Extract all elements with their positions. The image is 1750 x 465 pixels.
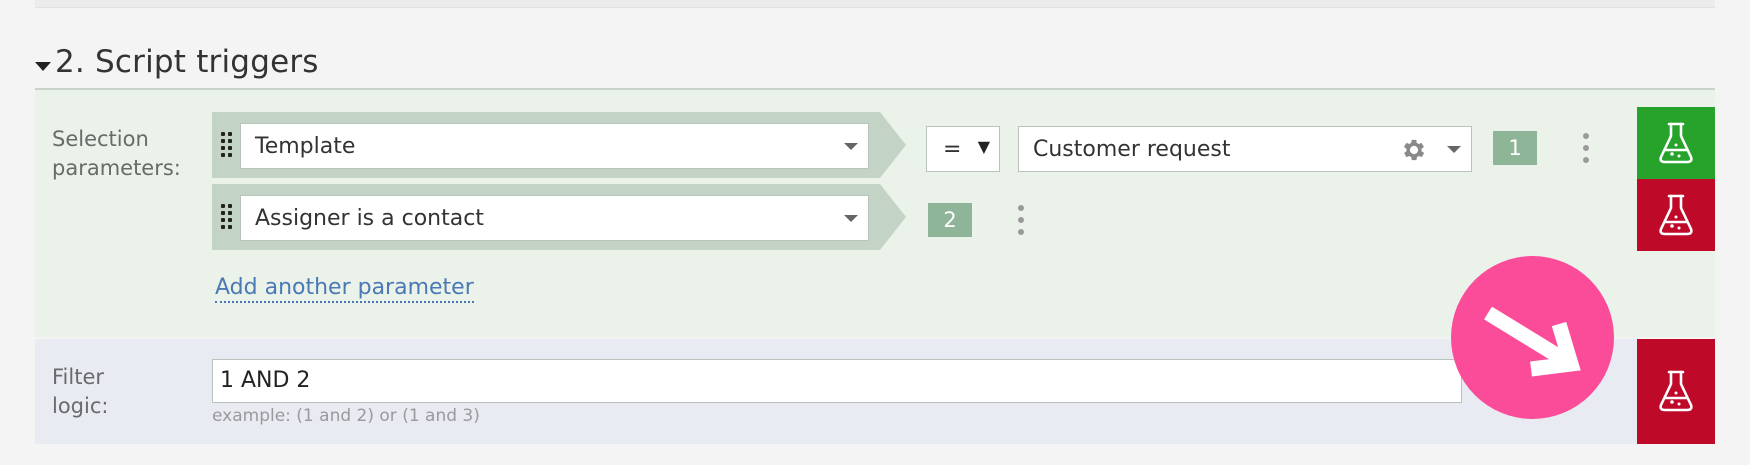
value-select-value: Customer request [1033, 137, 1231, 162]
kebab-menu-icon[interactable] [1583, 133, 1589, 163]
previous-section-strip [35, 0, 1715, 8]
filter-logic-input[interactable]: 1 AND 2 [212, 359, 1462, 403]
filter-logic-hint: example: (1 and 2) or (1 and 3) [212, 406, 480, 426]
parameter-row-2: Assigner is a contact [212, 184, 906, 250]
section-header[interactable]: 2. Script triggers [35, 40, 1715, 90]
field-select[interactable]: Template [240, 123, 869, 169]
filter-logic-label: Filter logic: [52, 363, 108, 421]
field-select-value: Template [255, 134, 356, 159]
selection-label-line2: parameters: [52, 156, 181, 180]
field-select[interactable]: Assigner is a contact [240, 195, 869, 241]
test-row-1-button[interactable] [1637, 107, 1715, 179]
test-row-2-button[interactable] [1637, 179, 1715, 251]
chevron-down-icon [1447, 146, 1461, 153]
gear-icon[interactable] [1400, 136, 1428, 164]
test-filter-logic-button[interactable] [1637, 339, 1715, 444]
collapse-caret-icon[interactable] [35, 62, 51, 71]
filter-label-line1: Filter [52, 365, 105, 389]
parameter-number-badge: 1 [1493, 131, 1537, 165]
field-select-value: Assigner is a contact [255, 206, 484, 231]
parameter-number-badge: 2 [928, 203, 972, 237]
parameter-row-1: Template [212, 112, 906, 178]
flask-icon [1659, 370, 1693, 412]
operator-select[interactable]: = ▼ [926, 126, 1000, 172]
dropdown-triangle-icon: ▼ [977, 137, 990, 156]
pink-arrow-overlay[interactable] [1451, 256, 1614, 419]
add-parameter-link[interactable]: Add another parameter [215, 275, 474, 303]
selection-parameters-label: Selection parameters: [52, 125, 181, 183]
section-title: 2. Script triggers [55, 44, 319, 80]
value-select[interactable]: Customer request [1018, 126, 1472, 172]
kebab-menu-icon[interactable] [1018, 205, 1024, 235]
drag-handle-icon[interactable] [221, 132, 235, 158]
drag-handle-icon[interactable] [221, 204, 235, 230]
flask-icon [1659, 194, 1693, 236]
filter-label-line2: logic: [52, 394, 109, 418]
flask-icon [1659, 122, 1693, 164]
selection-label-line1: Selection [52, 127, 149, 151]
operator-value: = [943, 137, 962, 162]
chevron-down-icon [844, 143, 858, 150]
chevron-down-icon [844, 215, 858, 222]
arrow-down-right-icon [1484, 306, 1581, 377]
